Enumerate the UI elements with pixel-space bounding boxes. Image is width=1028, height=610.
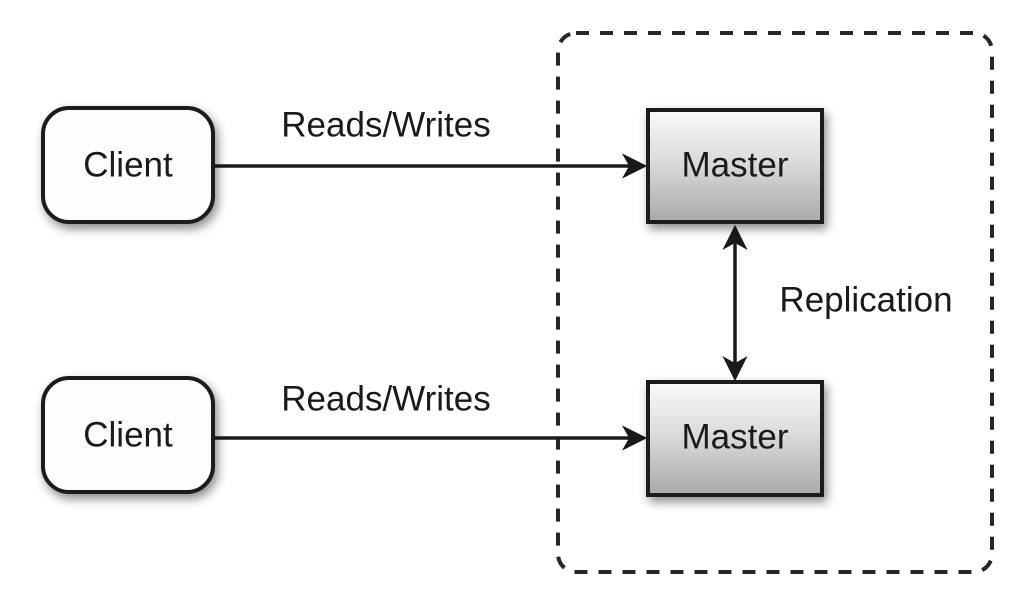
edge-label-reads-writes-bottom: Reads/Writes [281,379,490,418]
master-top-box[interactable] [646,108,824,224]
client-top-label: Client [83,145,173,184]
replication-boundary [556,31,994,574]
edge-client-bottom-to-master-bottom: Reads/Writes [213,379,648,451]
edge-label-replication: Replication [779,280,952,319]
node-master-bottom[interactable]: Master [646,380,824,497]
client-bottom-box[interactable] [41,376,215,494]
edge-replication: Replication [722,224,953,382]
client-bottom-label: Client [83,415,173,454]
node-client-top[interactable]: Client [41,106,215,224]
node-master-top[interactable]: Master [646,108,824,224]
master-top-label: Master [682,145,789,184]
master-bottom-box[interactable] [646,380,824,497]
node-client-bottom[interactable]: Client [41,376,215,494]
master-bottom-label: Master [682,417,789,456]
client-top-box[interactable] [41,106,215,224]
edge-label-reads-writes-top: Reads/Writes [281,105,490,144]
edge-client-top-to-master-top: Reads/Writes [213,105,648,179]
